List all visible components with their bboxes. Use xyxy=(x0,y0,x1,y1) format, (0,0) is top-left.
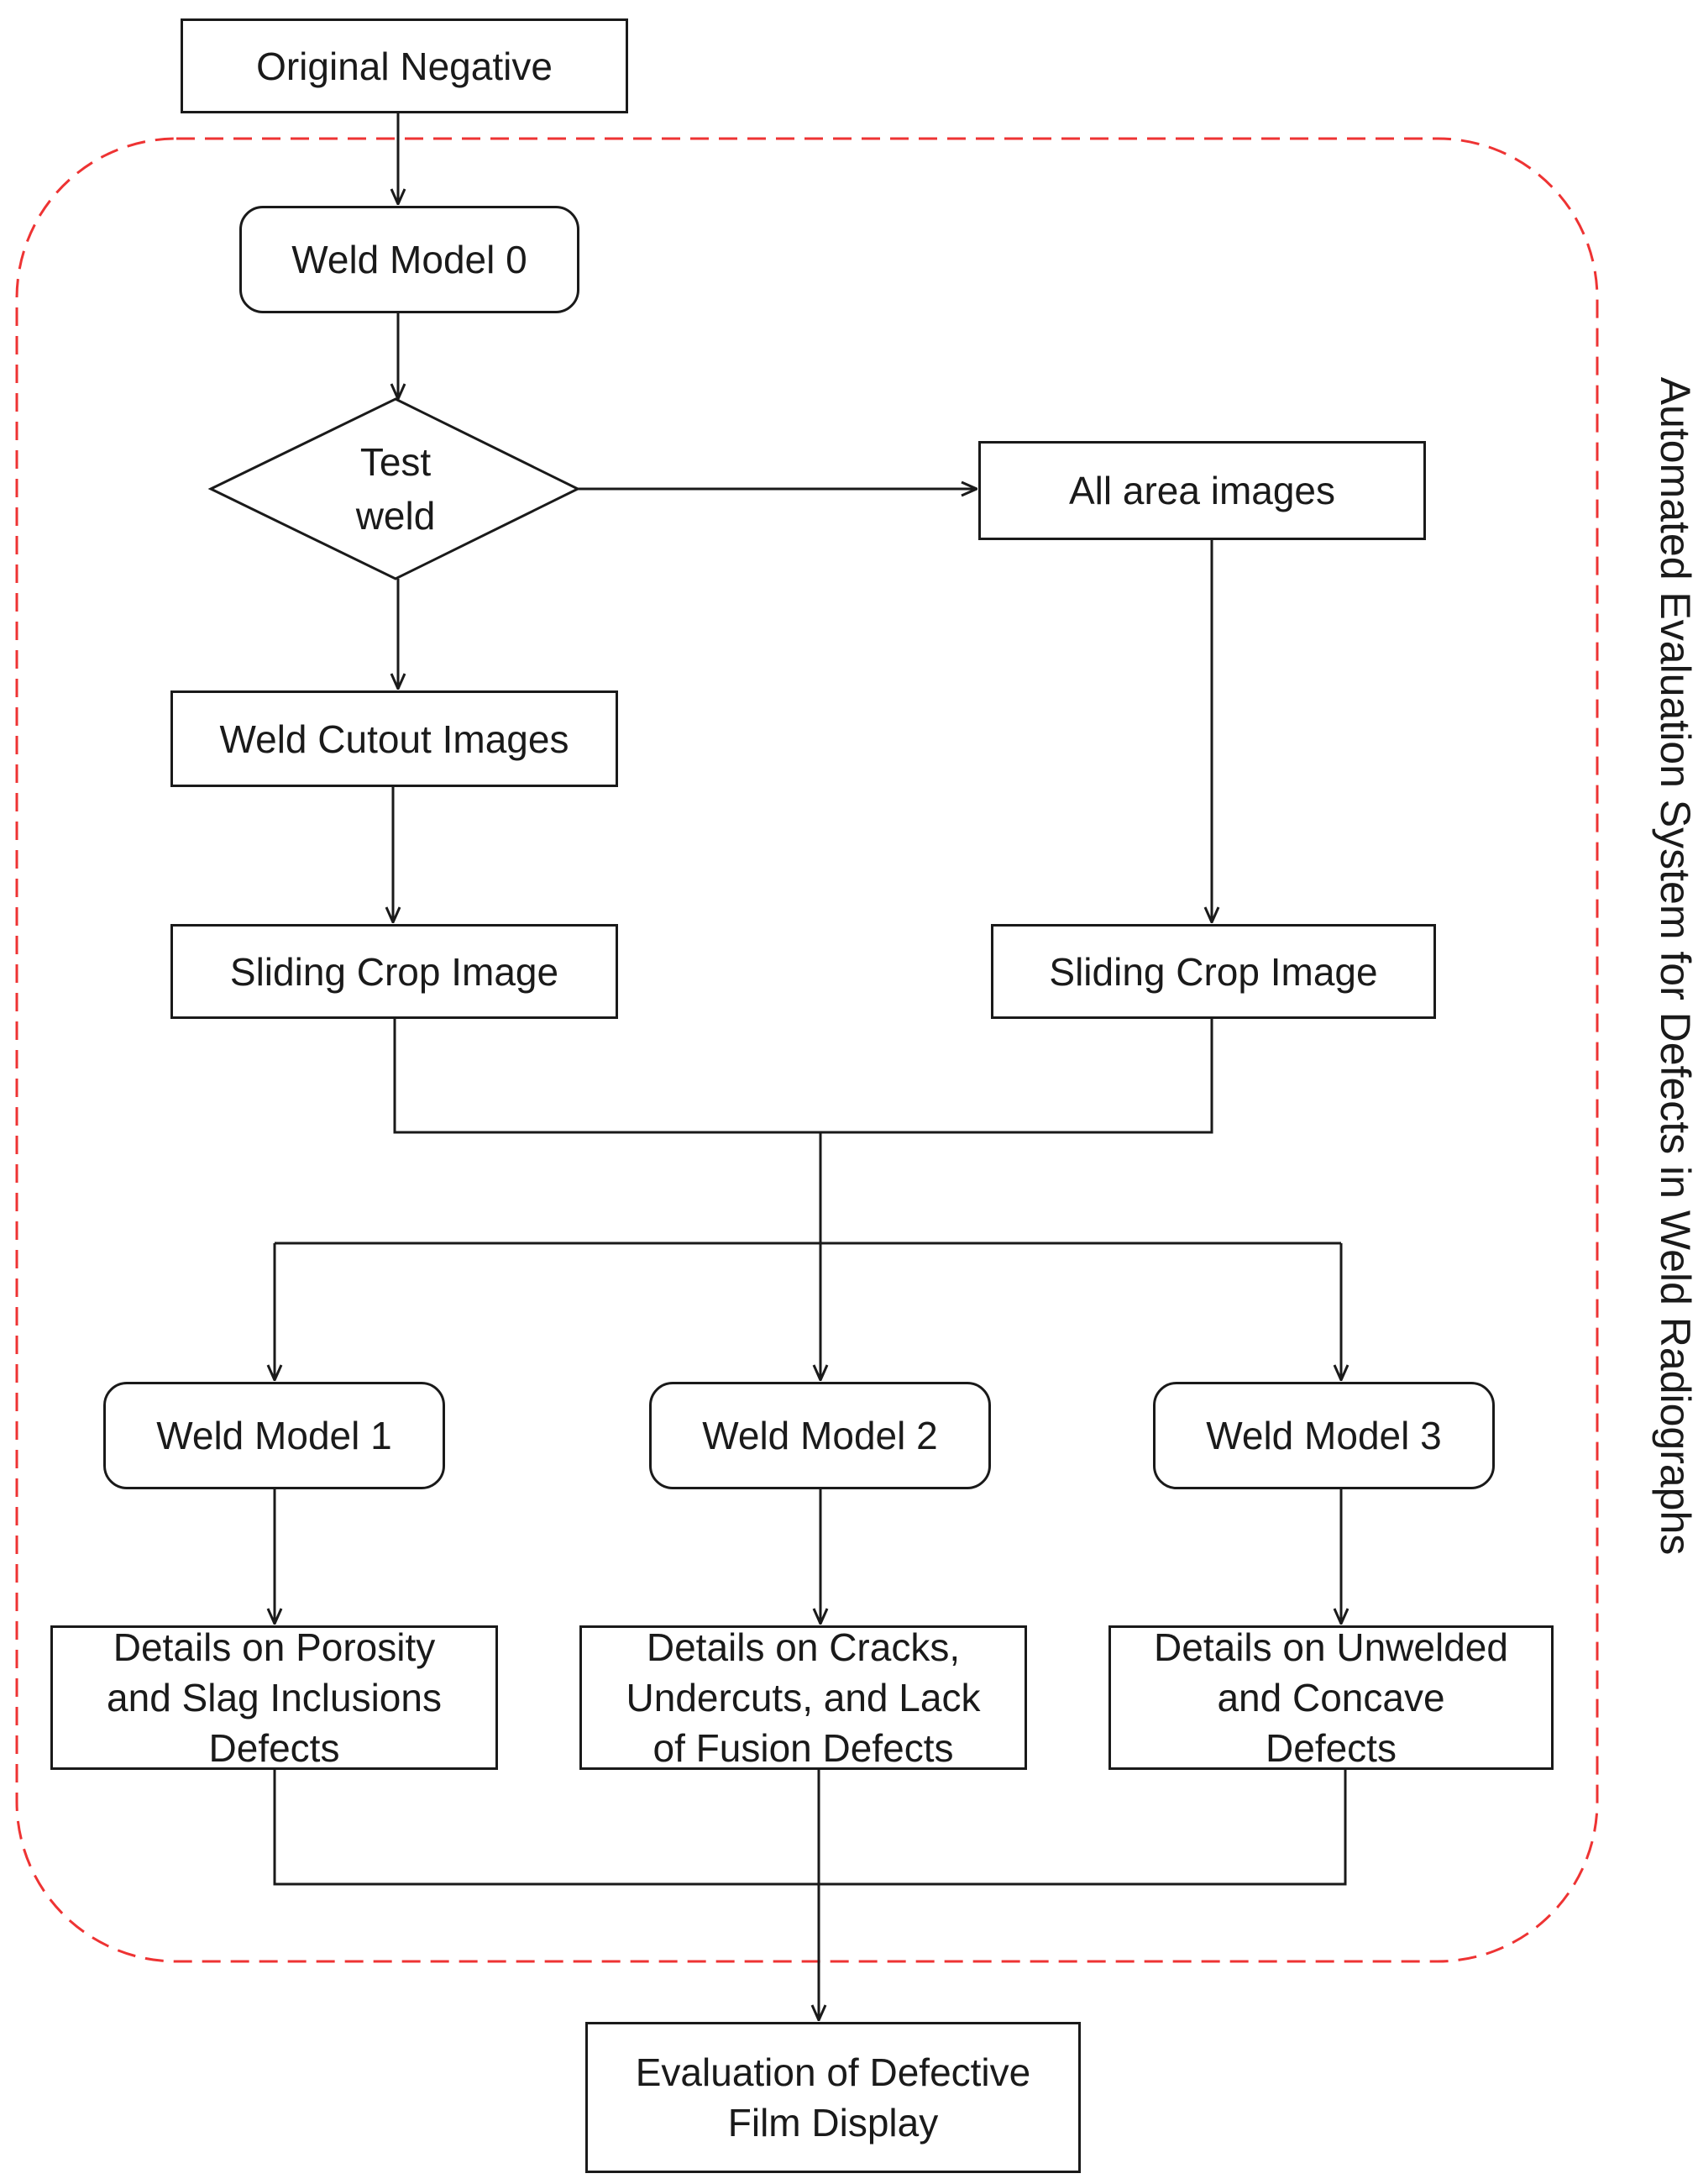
weld-cutout-images-label: Weld Cutout Images xyxy=(219,717,569,761)
original-negative-label: Original Negative xyxy=(256,44,553,88)
details-3-box: Details on Unwelded and Concave Defects xyxy=(1108,1625,1554,1770)
details-2-label: Details on Cracks, Undercuts, and Lack o… xyxy=(626,1625,981,1770)
sliding-crop-left-box: Sliding Crop Image xyxy=(170,924,618,1019)
all-area-images-label: All area images xyxy=(1068,469,1336,512)
weld-model-0-label: Weld Model 0 xyxy=(291,238,527,281)
all-area-images-box: All area images xyxy=(978,441,1426,540)
system-title: Automated Evaluation System for Defects … xyxy=(1652,376,1698,1556)
details-3-label: Details on Unwelded and Concave Defects xyxy=(1154,1625,1508,1770)
details-1-box: Details on Porosity and Slag Inclusions … xyxy=(50,1625,498,1770)
weld-model-2-box: Weld Model 2 xyxy=(649,1382,991,1489)
sliding-crop-right-label: Sliding Crop Image xyxy=(1049,949,1378,994)
weld-model-2-label: Weld Model 2 xyxy=(702,1414,938,1457)
evaluation-box: Evaluation of Defective Film Display xyxy=(585,2022,1081,2173)
weld-model-1-label: Weld Model 1 xyxy=(156,1414,392,1457)
system-boundary xyxy=(15,137,1599,1963)
test-weld-diamond xyxy=(207,397,581,580)
details-1-label: Details on Porosity and Slag Inclusions … xyxy=(107,1625,442,1770)
evaluation-label: Evaluation of Defective Film Display xyxy=(635,2050,1031,2145)
sliding-crop-left-label: Sliding Crop Image xyxy=(229,949,559,994)
sliding-crop-right-box: Sliding Crop Image xyxy=(991,924,1436,1019)
weld-model-3-label: Weld Model 3 xyxy=(1206,1414,1442,1457)
merge-crops-line xyxy=(393,1019,1213,1134)
original-negative-box: Original Negative xyxy=(181,18,628,113)
weld-model-3-box: Weld Model 3 xyxy=(1153,1382,1495,1489)
weld-model-0-box: Weld Model 0 xyxy=(239,206,579,313)
weld-model-1-box: Weld Model 1 xyxy=(103,1382,445,1489)
merge-details-line xyxy=(273,1770,1347,1886)
test-weld-label: Test weld xyxy=(355,440,436,538)
details-2-box: Details on Cracks, Undercuts, and Lack o… xyxy=(579,1625,1027,1770)
weld-cutout-images-box: Weld Cutout Images xyxy=(170,690,618,787)
